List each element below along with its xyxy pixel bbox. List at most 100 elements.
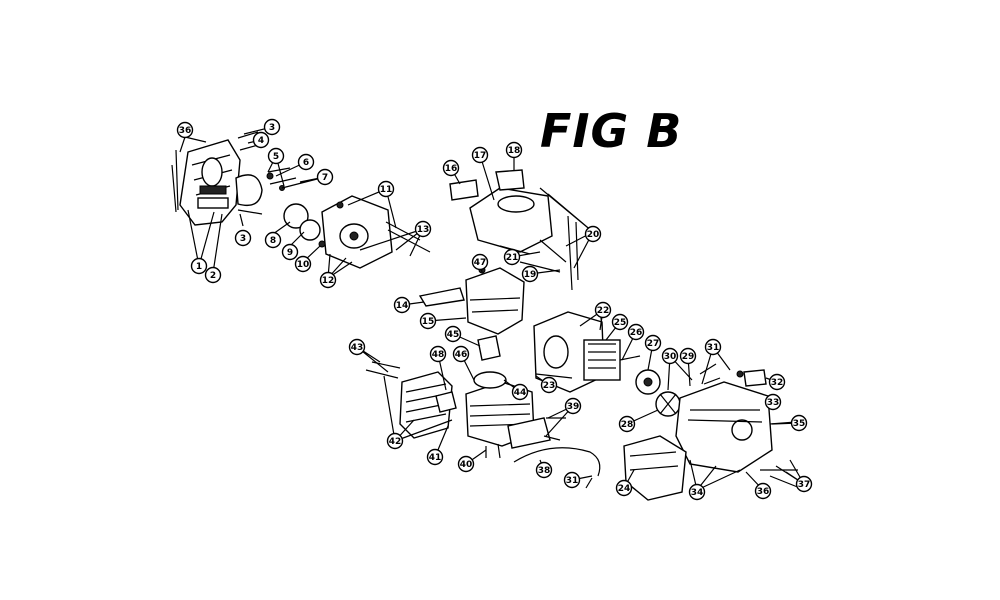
callout-label: 48: [432, 350, 445, 360]
callout-c36a: 36: [176, 121, 194, 139]
callout-label: 35: [793, 419, 806, 429]
callout-bubble: [704, 338, 722, 356]
callout-bubble: [564, 397, 582, 415]
callout-c37: 37: [795, 475, 813, 493]
callout-c16: 16: [442, 159, 460, 177]
callout-c9: 9: [281, 243, 299, 261]
left-housing-part: [171, 139, 263, 226]
callout-bubble: [511, 383, 529, 401]
callout-c22: 22: [594, 301, 612, 319]
callout-bubble: [688, 483, 706, 501]
callout-label: 46: [455, 350, 468, 360]
callout-c31a: 31: [704, 338, 722, 356]
callout-label: 11: [380, 185, 393, 195]
callout-c42: 42: [386, 432, 404, 450]
callout-bubble: [297, 153, 315, 171]
callout-label: 30: [664, 352, 677, 362]
callout-bubble: [176, 121, 194, 139]
callout-c25: 25: [611, 313, 629, 331]
callout-label: 41: [429, 453, 442, 463]
callout-label: 37: [798, 480, 811, 490]
fuel-tank-part: [449, 169, 579, 291]
callout-label: 43: [351, 343, 364, 353]
callout-c45: 45: [444, 325, 462, 343]
callout-bubble: [386, 432, 404, 450]
callout-c17: 17: [471, 146, 489, 164]
callout-label: 31: [707, 343, 720, 353]
callout-label: 47: [474, 258, 487, 268]
callout-c43: 43: [348, 338, 366, 356]
callout-label: 18: [508, 146, 521, 156]
callout-label: 9: [287, 248, 293, 258]
callout-label: 44: [514, 388, 527, 398]
callout-bubble: [419, 312, 437, 330]
callout-label: 20: [587, 230, 600, 240]
callout-c12: 12: [319, 271, 337, 289]
callout-bubble: [281, 243, 299, 261]
callout-label: 6: [303, 158, 309, 168]
callout-label: 13: [417, 225, 430, 235]
callout-label: 2: [210, 271, 216, 281]
callout-label: 17: [474, 151, 487, 161]
callout-c7: 7: [316, 168, 334, 186]
callout-label: 14: [396, 301, 409, 311]
callout-bubble: [563, 471, 581, 489]
callout-label: 29: [682, 352, 695, 362]
callout-label: 7: [322, 173, 328, 183]
callout-c3b: 3: [234, 229, 252, 247]
callout-label: 16: [445, 164, 458, 174]
callout-label: 32: [771, 378, 784, 388]
callout-bubble: [204, 266, 222, 284]
callout-label: 45: [447, 330, 460, 340]
callout-label: 36: [179, 126, 192, 136]
callout-bubble: [294, 255, 312, 273]
callout-c28: 28: [618, 415, 636, 433]
callout-label: 33: [767, 398, 780, 408]
callout-bubble: [618, 415, 636, 433]
callout-bubble: [594, 301, 612, 319]
callout-label: 15: [422, 317, 435, 327]
callout-bubble: [540, 376, 558, 394]
callout-c3a: 3: [263, 118, 281, 136]
callout-label: 4: [258, 136, 264, 146]
callout-bubble: [429, 345, 447, 363]
callout-label: 3: [240, 234, 246, 244]
callout-label: 12: [322, 276, 335, 286]
callout-bubble: [267, 147, 285, 165]
callout-bubble: [377, 180, 395, 198]
callout-label: 36: [757, 487, 770, 497]
callout-label: 8: [270, 236, 276, 246]
callout-c36b: 36: [754, 482, 772, 500]
callout-c1: 1: [190, 257, 208, 275]
callout-label: 1: [196, 262, 202, 272]
callout-bubble: [414, 220, 432, 238]
clutch-drum-part: [635, 363, 767, 417]
callout-c13: 13: [414, 220, 432, 238]
callout-c19: 19: [521, 265, 539, 283]
callout-bubble: [754, 482, 772, 500]
callout-bubble: [348, 338, 366, 356]
callout-bubble: [584, 225, 602, 243]
callout-bubble: [190, 257, 208, 275]
callout-label: 39: [567, 402, 580, 412]
callout-bubble: [426, 448, 444, 466]
callout-c23: 23: [540, 376, 558, 394]
callout-c29: 29: [679, 347, 697, 365]
callout-label: 42: [389, 437, 402, 447]
callout-label: 10: [297, 260, 310, 270]
callout-c4: 4: [252, 131, 270, 149]
callout-bubble: [535, 461, 553, 479]
callout-label: 38: [538, 466, 551, 476]
callout-c10: 10: [294, 255, 312, 273]
callout-c34: 34: [688, 483, 706, 501]
callout-bubble: [471, 146, 489, 164]
callout-bubble: [790, 414, 808, 432]
callout-c31b: 31: [563, 471, 581, 489]
callout-c21: 21: [503, 248, 521, 266]
callout-label: 34: [691, 488, 704, 498]
callout-bubble: [442, 159, 460, 177]
callout-c48: 48: [429, 345, 447, 363]
callout-c47: 47: [471, 253, 489, 271]
callout-bubble: [457, 455, 475, 473]
callout-bubble: [611, 313, 629, 331]
